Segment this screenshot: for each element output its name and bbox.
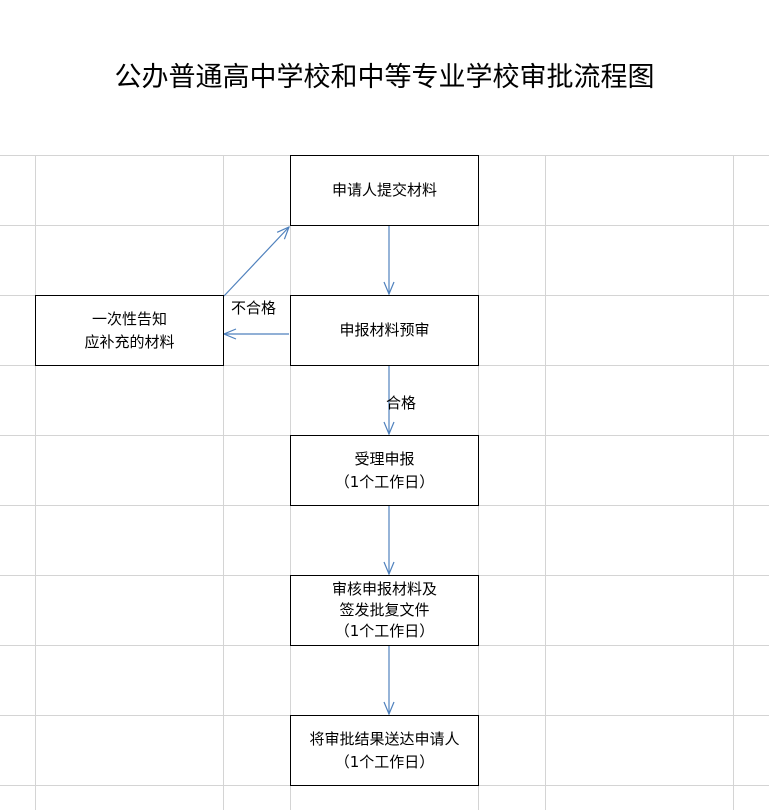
node-text: 受理申报 xyxy=(354,449,415,468)
node-text: （1个工作日） xyxy=(334,622,435,640)
node-pre-review: 申报材料预审 xyxy=(290,295,479,366)
grid-line xyxy=(733,155,734,810)
node-text: 应补充的材料 xyxy=(84,332,175,351)
node-submit-materials: 申请人提交材料 xyxy=(290,155,479,226)
node-text: （1个工作日） xyxy=(334,472,435,491)
node-accept-application: 受理申报 （1个工作日） xyxy=(290,435,479,506)
node-notify-supplement: 一次性告知 应补充的材料 xyxy=(35,295,224,366)
arrow-notify-to-submit xyxy=(223,227,289,297)
node-review-and-approve: 审核申报材料及 签发批复文件 （1个工作日） xyxy=(290,575,479,646)
edge-label-pass: 合格 xyxy=(386,394,417,412)
node-text: 将审批结果送达申请人 xyxy=(309,729,460,748)
grid-line xyxy=(545,155,546,810)
grid-line xyxy=(223,155,224,810)
edge-label-fail: 不合格 xyxy=(231,299,277,317)
node-text: 审核申报材料及 xyxy=(331,580,437,598)
node-deliver-result: 将审批结果送达申请人 （1个工作日） xyxy=(290,715,479,786)
node-text: 签发批复文件 xyxy=(339,601,430,619)
node-text: 申请人提交材料 xyxy=(331,181,437,199)
grid-line xyxy=(35,155,36,810)
diagram-title: 公办普通高中学校和中等专业学校审批流程图 xyxy=(114,62,655,93)
node-text: （1个工作日） xyxy=(334,752,435,771)
node-text: 一次性告知 xyxy=(91,309,167,328)
node-text: 申报材料预审 xyxy=(339,321,430,339)
